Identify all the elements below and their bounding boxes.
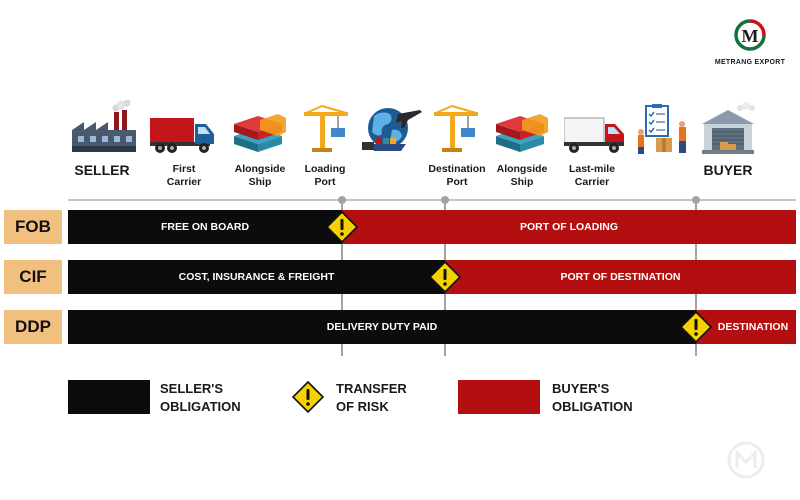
stage-label-alongside-ship: Alongside Ship: [234, 163, 286, 188]
containers-icon: [496, 114, 548, 152]
timeline-dot-destination-port: [441, 196, 449, 204]
brand-name: METRANG EXPORT: [714, 59, 786, 66]
port-crane-icon: [304, 105, 348, 152]
truck-icon: [150, 118, 214, 153]
legend-buyer-label: BUYER'S OBLIGATION: [552, 381, 633, 414]
stage-label-loading-port: Loading Port: [304, 163, 346, 188]
bar-ddp-seller: DELIVERY DUTY PAID: [68, 310, 696, 344]
timeline-axis: [68, 199, 796, 201]
legend-seller-swatch: [68, 380, 150, 414]
stage-label-destination-port: Destination Port: [428, 163, 486, 188]
stage-label-alongside-ship-2: Alongside Ship: [496, 163, 548, 188]
transfer-risk-icon-cif: [429, 261, 461, 293]
legend-buyer-swatch: [458, 380, 540, 414]
logo-letter: M: [742, 26, 759, 46]
term-tag-cif: CIF: [4, 260, 62, 294]
watermark-logo-icon: [727, 441, 765, 479]
brand-logo: M METRANG EXPORT: [705, 18, 795, 66]
legend-seller-label: SELLER'S OBLIGATION: [160, 381, 241, 414]
stage-label-last-mile-carrier: Last-mile Carrier: [568, 163, 616, 188]
metrang-logo-icon: M: [734, 19, 766, 51]
bar-ddp-buyer: DESTINATION: [696, 310, 796, 344]
warehouse-icon: [702, 102, 755, 154]
globe-transport-icon: [362, 108, 422, 151]
bar-fob-seller: FREE ON BOARD: [68, 210, 342, 244]
transfer-risk-icon-fob: [326, 211, 358, 243]
bar-fob-buyer: PORT OF LOADING: [342, 210, 796, 244]
transfer-risk-icon-ddp: [680, 311, 712, 343]
box-truck-icon: [564, 117, 624, 153]
legend-risk-label: TRANSFER OF RISK: [336, 381, 407, 414]
factory-icon: [72, 100, 136, 152]
stage-label-first-carrier: First Carrier: [166, 163, 202, 188]
term-tag-ddp: DDP: [4, 310, 62, 344]
bar-cif-buyer: PORT OF DESTINATION: [445, 260, 796, 294]
timeline-dot-loading-port: [338, 196, 346, 204]
containers-icon: [234, 114, 286, 152]
term-tag-fob: FOB: [4, 210, 62, 244]
checklist-workers-icon: [638, 104, 686, 154]
timeline-dot-buyer: [692, 196, 700, 204]
stage-label-buyer: BUYER: [703, 162, 753, 178]
bar-cif-seller: COST, INSURANCE & FREIGHT: [68, 260, 445, 294]
stage-label-seller: SELLER: [74, 162, 130, 178]
port-crane-icon: [434, 105, 478, 152]
legend-risk-icon: [292, 381, 324, 413]
